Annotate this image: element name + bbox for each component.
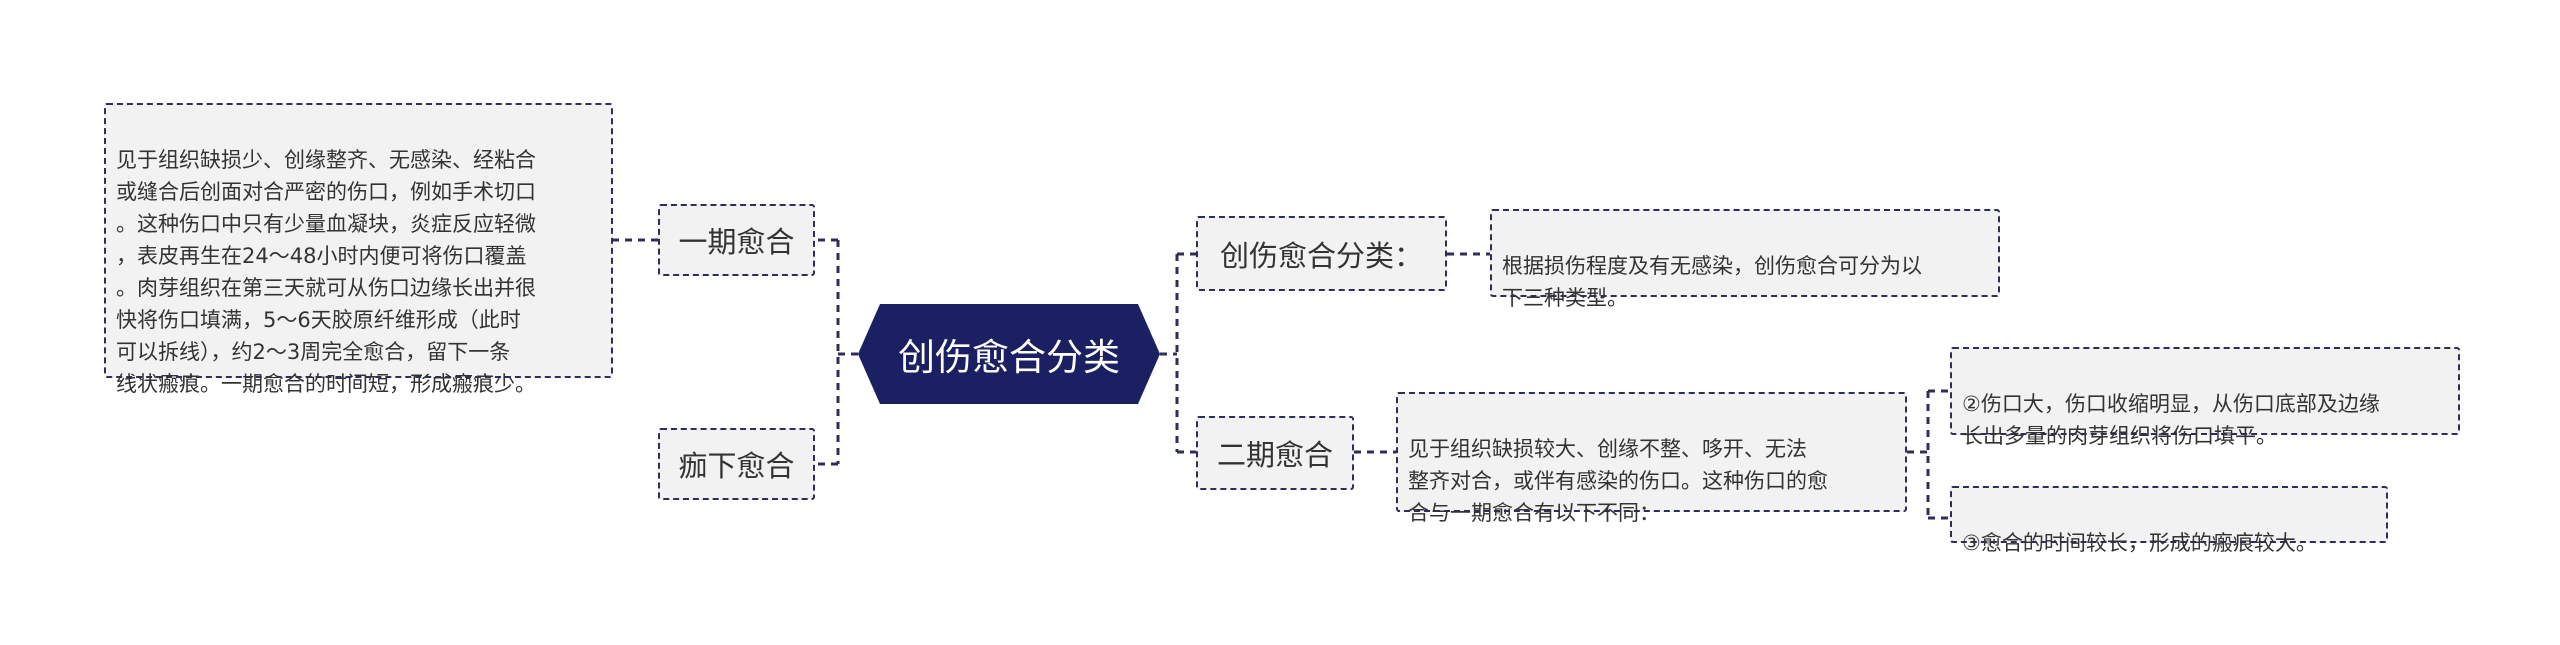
- secondary-difference-text: ②伤口大，伤口收缩明显，从伤口底部及边缘 长出多量的肉芽组织将伤口填平。: [1962, 392, 2380, 448]
- branch-classification[interactable]: 创伤愈合分类：: [1196, 216, 1447, 291]
- branch-classification-label: 创伤愈合分类：: [1219, 238, 1423, 273]
- secondary-difference-item[interactable]: ②伤口大，伤口收缩明显，从伤口底部及边缘 长出多量的肉芽组织将伤口填平。: [1950, 347, 2460, 448]
- classification-detail-text: 根据损伤程度及有无感染，创伤愈合可分为以 下三种类型。: [1502, 254, 1922, 310]
- connector-center-left: [815, 238, 858, 466]
- connector-center-right: [1160, 252, 1196, 454]
- secondary-healing-detail[interactable]: 见于组织缺损较大、创缘不整、哆开、无法 整齐对合，或伴有感染的伤口。这种伤口的愈…: [1396, 392, 1907, 525]
- branch-primary-healing-label: 一期愈合: [678, 225, 795, 259]
- branch-secondary-healing[interactable]: 二期愈合: [1196, 416, 1354, 490]
- secondary-healing-detail-text: 见于组织缺损较大、创缘不整、哆开、无法 整齐对合，或伴有感染的伤口。这种伤口的愈…: [1408, 437, 1828, 525]
- primary-healing-detail-text: 见于组织缺损少、创缘整齐、无感染、经粘合 或缝合后创面对合严密的伤口，例如手术切…: [116, 148, 536, 396]
- central-topic-label: 创伤愈合分类: [898, 336, 1120, 379]
- connector-secondary-differences: [1907, 389, 1950, 520]
- secondary-difference-item[interactable]: ③愈合的时间较长，形成的瘢痕较大。: [1950, 486, 2388, 555]
- primary-healing-detail[interactable]: 见于组织缺损少、创缘整齐、无感染、经粘合 或缝合后创面对合严密的伤口，例如手术切…: [104, 103, 613, 396]
- classification-detail[interactable]: 根据损伤程度及有无感染，创伤愈合可分为以 下三种类型。: [1490, 209, 2000, 310]
- branch-secondary-healing-label: 二期愈合: [1216, 438, 1333, 472]
- branch-primary-healing[interactable]: 一期愈合: [658, 204, 815, 276]
- central-topic-shape: [858, 304, 1160, 404]
- central-topic[interactable]: 创伤愈合分类: [858, 304, 1160, 404]
- secondary-difference-text: ③愈合的时间较长，形成的瘢痕较大。: [1962, 531, 2317, 555]
- branch-scab-healing-label: 痂下愈合: [678, 449, 795, 483]
- branch-scab-healing[interactable]: 痂下愈合: [658, 428, 815, 500]
